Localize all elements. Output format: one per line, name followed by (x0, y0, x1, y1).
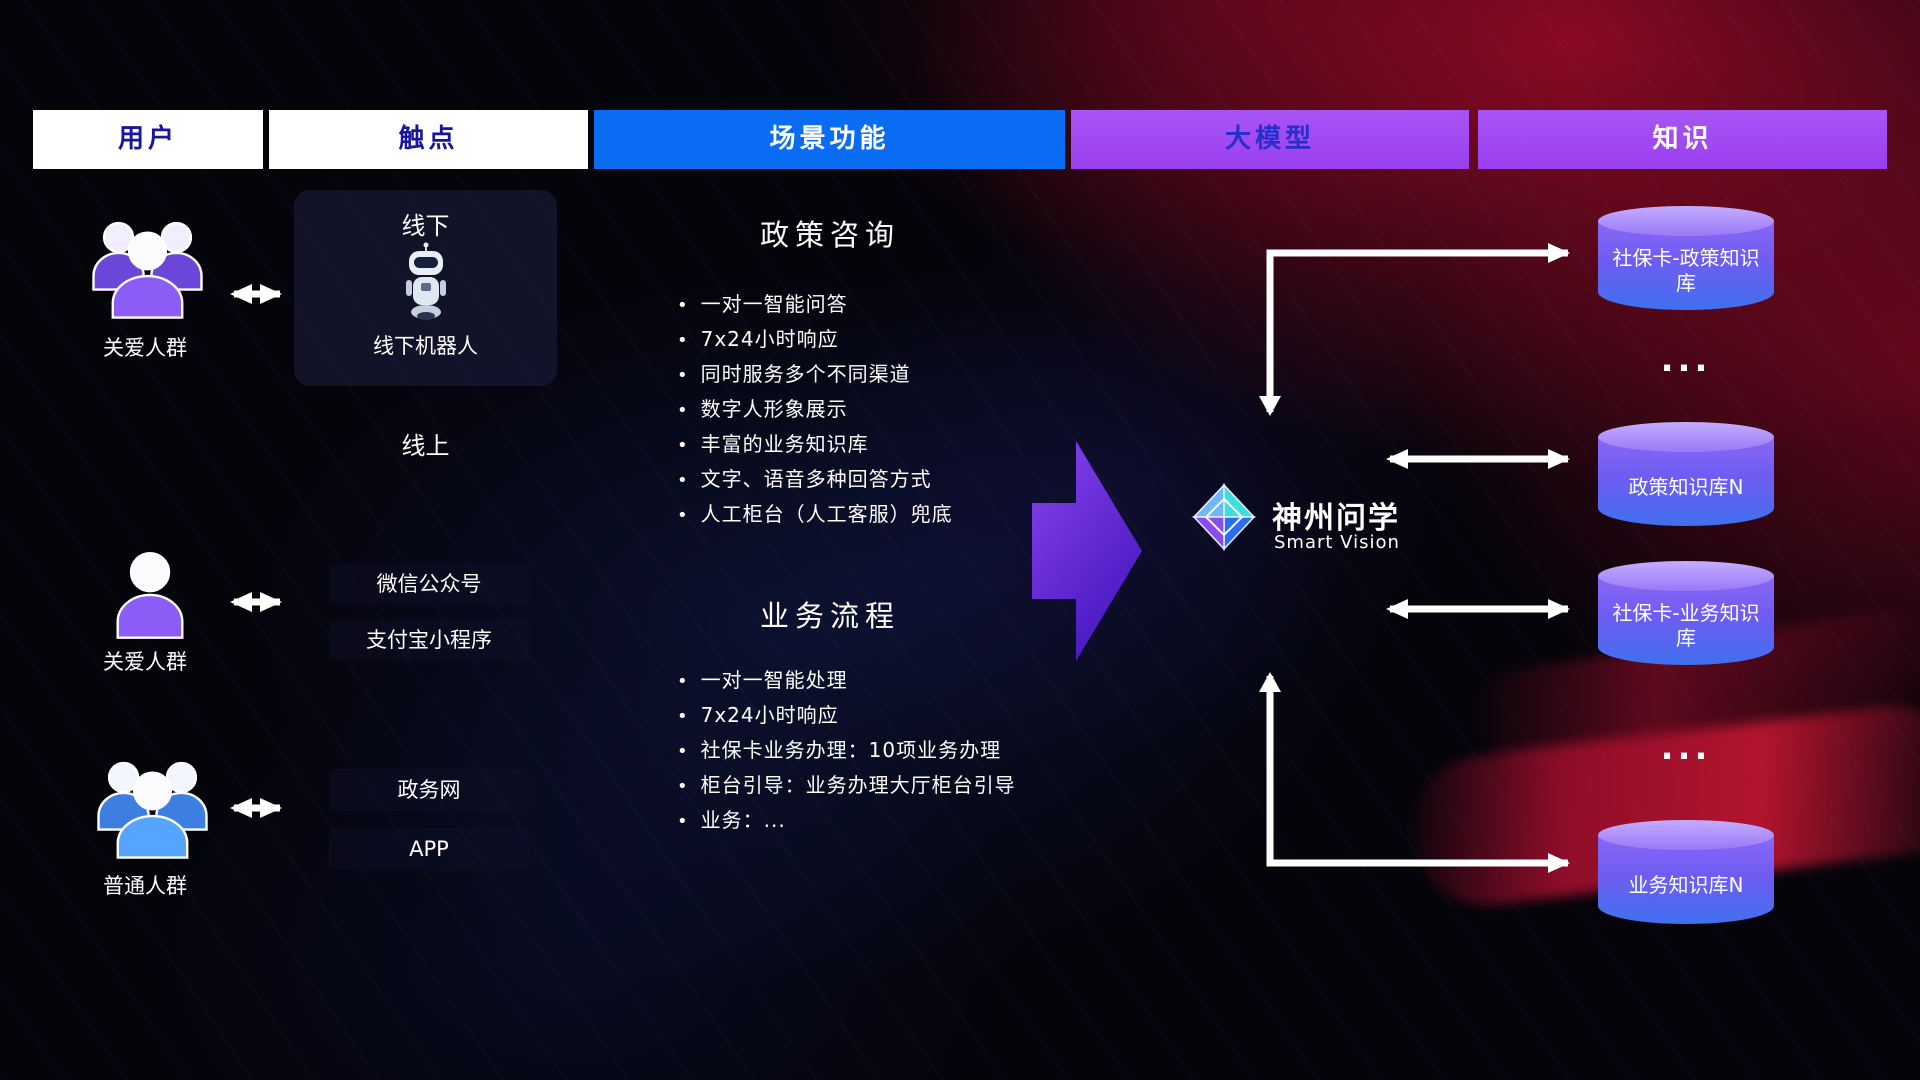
business-process-list: 一对一智能处理 7x24小时响应 社保卡业务办理：10项业务办理 柜台引导：业务… (677, 668, 1097, 843)
header-users: 用户 (33, 110, 263, 169)
list-item: 一对一智能问答 (677, 292, 1097, 318)
database-business-ss-card: 社保卡-业务知识库 (1598, 561, 1774, 667)
user-group-label: 关爱人群 (103, 650, 187, 674)
user-group-label: 关爱人群 (103, 336, 187, 360)
model-name: 神州问学 (1272, 501, 1400, 536)
flow-arrow (1032, 431, 1144, 675)
offline-title: 线下 (401, 212, 450, 240)
database-label: 业务知识库N (1628, 872, 1744, 897)
list-item: 同时服务多个不同渠道 (677, 362, 1097, 388)
list-item: 人工柜台（人工客服）兜底 (677, 502, 1097, 528)
policy-consult-list: 一对一智能问答 7x24小时响应 同时服务多个不同渠道 数字人形象展示 丰富的业… (677, 292, 1097, 537)
header-scenario-functions: 场景功能 (594, 110, 1065, 169)
database-label: 政策知识库N (1628, 474, 1744, 499)
online-title: 线上 (401, 432, 450, 460)
database-policy-n: 政策知识库N (1598, 422, 1774, 528)
business-process-title: 业务流程 (759, 599, 900, 633)
touchpoint-wechat: 微信公众号 (329, 563, 529, 605)
database-label: 社保卡-业务知识库 (1612, 601, 1760, 650)
header-large-model: 大模型 (1071, 110, 1469, 169)
user-group-label: 普通人群 (103, 874, 187, 898)
database-label: 社保卡-政策知识库 (1612, 246, 1760, 295)
ellipsis: ... (1660, 728, 1712, 768)
touchpoint-gov-web: 政务网 (329, 769, 529, 811)
database-policy-ss-card: 社保卡-政策知识库 (1598, 206, 1774, 312)
database-business-n: 业务知识库N (1598, 820, 1774, 926)
list-item: 丰富的业务知识库 (677, 432, 1097, 458)
database-icon (1598, 206, 1774, 236)
policy-consult-title: 政策咨询 (759, 218, 900, 252)
database-icon (1598, 820, 1774, 850)
list-item: 业务：... (677, 808, 1097, 834)
list-item: 一对一智能处理 (677, 668, 1097, 694)
offline-robot-label: 线下机器人 (373, 334, 478, 358)
group-people-blue-icon (85, 748, 220, 864)
model-subtitle: Smart Vision (1274, 532, 1400, 553)
touchpoint-app: APP (329, 828, 529, 870)
list-item: 7x24小时响应 (677, 327, 1097, 353)
database-icon (1598, 422, 1774, 452)
touchpoint-alipay: 支付宝小程序 (329, 619, 529, 661)
group-people-purple-icon (80, 208, 215, 324)
list-item: 柜台引导：业务办理大厅柜台引导 (677, 773, 1097, 799)
offline-touchpoint-panel: 线下 线下机器人 (294, 190, 557, 386)
list-item: 社保卡业务办理：10项业务办理 (677, 738, 1097, 764)
database-icon (1598, 561, 1774, 591)
list-item: 7x24小时响应 (677, 703, 1097, 729)
smart-vision-logo-icon (1186, 479, 1262, 559)
header-touchpoints: 触点 (269, 110, 588, 169)
single-person-purple-icon (112, 548, 188, 644)
list-item: 数字人形象展示 (677, 397, 1097, 423)
header-knowledge: 知识 (1478, 110, 1887, 169)
robot-icon (400, 242, 452, 328)
ellipsis: ... (1660, 340, 1712, 380)
list-item: 文字、语音多种回答方式 (677, 467, 1097, 493)
